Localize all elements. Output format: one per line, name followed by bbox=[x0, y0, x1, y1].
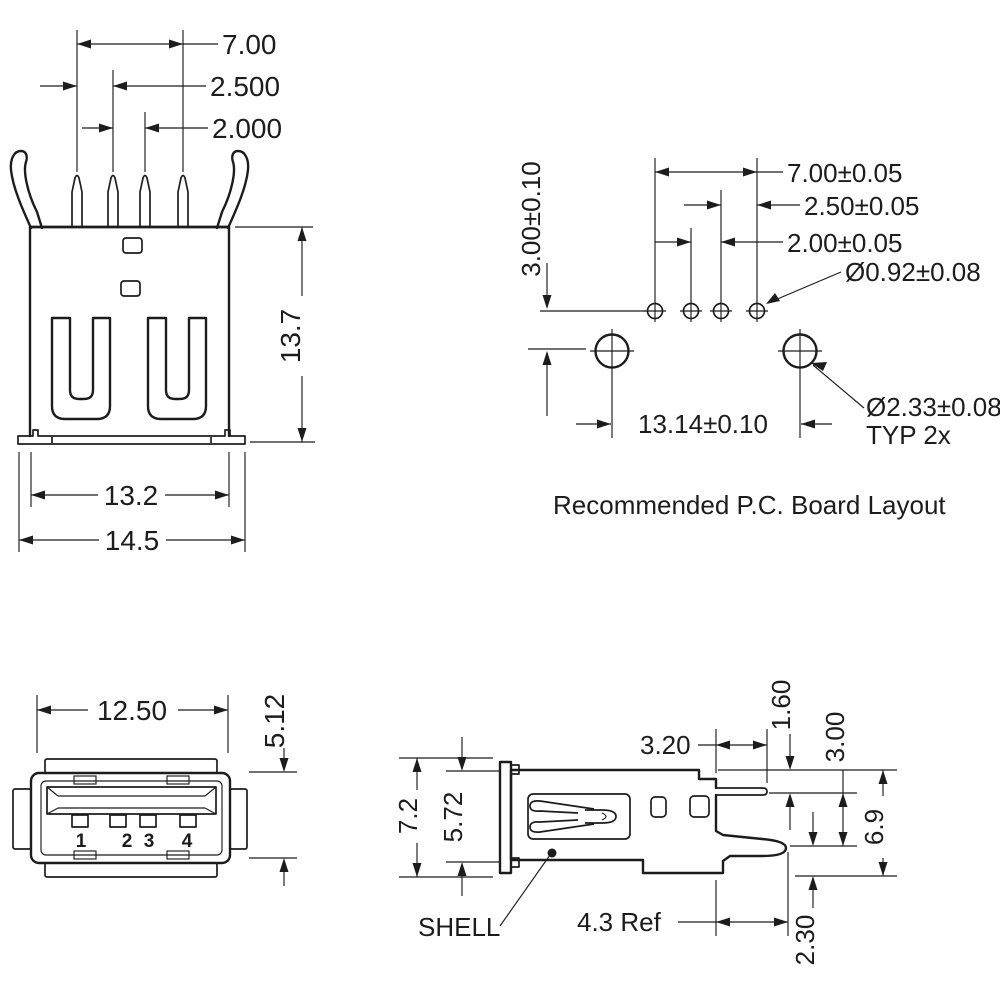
pcb-layout-caption: Recommended P.C. Board Layout bbox=[553, 490, 946, 520]
shell-label-group: SHELL bbox=[418, 848, 557, 942]
dim-rear-pin-span: 7.00 bbox=[76, 29, 277, 172]
dim-pcb-pin-span: 7.00±0.05 bbox=[655, 158, 902, 188]
dim-side-flange-height: 7.2 bbox=[393, 757, 493, 878]
dim-side-pin-length: 3.20 bbox=[640, 729, 768, 783]
dim-label-2-30: 2.30 bbox=[790, 915, 820, 966]
dim-label-mount-hole-dia: Ø2.33±0.08 bbox=[866, 392, 1000, 422]
rear-view-pins bbox=[71, 174, 189, 227]
dim-face-width: 12.50 bbox=[36, 695, 229, 753]
rear-bottom-flange bbox=[17, 429, 246, 445]
rear-hole-upper bbox=[122, 237, 143, 254]
dim-face-height: 5.12 bbox=[249, 694, 297, 886]
side-front-flange bbox=[498, 760, 520, 875]
dim-label-3-00: 3.00 bbox=[820, 712, 850, 763]
dim-pcb-row-offset: 3.00±0.10 bbox=[516, 161, 586, 416]
face-top-flange bbox=[44, 758, 218, 774]
rear-right-wing bbox=[215, 149, 250, 230]
face-left-tab bbox=[12, 788, 32, 850]
side-hole-small bbox=[650, 796, 667, 818]
rear-body-outline bbox=[28, 225, 231, 438]
pcb-mount-holes bbox=[590, 329, 822, 373]
shell-label: SHELL bbox=[418, 912, 500, 942]
dim-side-pin-offset: 1.60 bbox=[766, 680, 796, 830]
leader-mount-hole-dia: Ø2.33±0.08 TYP 2x bbox=[811, 362, 1000, 450]
dim-label-1-60: 1.60 bbox=[766, 680, 796, 731]
dim-label-7-00: 7.00 bbox=[222, 29, 277, 60]
dim-label-3-20: 3.20 bbox=[640, 730, 691, 760]
dim-rear-pitch-a: 2.500 bbox=[40, 70, 280, 172]
dim-rear-body-width: 13.2 bbox=[30, 452, 230, 511]
face-right-tab bbox=[229, 788, 248, 850]
dim-side-latch-to-base: 2.30 bbox=[790, 812, 820, 965]
dim-label-2-000: 2.000 bbox=[212, 113, 282, 144]
dim-label-pin-hole-dia: Ø0.92±0.08 bbox=[845, 257, 981, 287]
side-pin bbox=[716, 787, 768, 796]
face-tongue bbox=[46, 786, 217, 815]
dim-label-5-72: 5.72 bbox=[438, 792, 468, 843]
face-pin-3: 3 bbox=[144, 831, 155, 852]
pcb-layout-view: 3.00±0.10 7.00±0.05 2.50±0.05 2.00± bbox=[516, 158, 1000, 520]
face-pin-4: 4 bbox=[182, 831, 193, 852]
dim-pcb-pitch-a: 2.50±0.05 bbox=[684, 191, 919, 221]
dim-rear-height: 13.7 bbox=[235, 226, 315, 443]
dim-label-5-12: 5.12 bbox=[259, 694, 290, 749]
face-pin-2: 2 bbox=[122, 831, 133, 852]
rear-contact-left bbox=[50, 316, 112, 421]
dim-label-13-2: 13.2 bbox=[104, 480, 159, 511]
side-shell-outline bbox=[509, 768, 788, 875]
dim-label-mount-hole-qty: TYP 2x bbox=[866, 420, 951, 450]
dim-label-2-50-005: 2.50±0.05 bbox=[804, 191, 919, 221]
side-latch-window bbox=[527, 793, 631, 840]
rear-hole-lower bbox=[120, 280, 141, 297]
dim-label-12-50: 12.50 bbox=[97, 695, 167, 726]
dim-label-13-7: 13.7 bbox=[275, 309, 306, 364]
leader-pin-hole-dia: Ø0.92±0.08 bbox=[766, 257, 981, 304]
dim-rear-flange-width: 14.5 bbox=[18, 452, 246, 556]
dim-side-latch-offset: 3.00 bbox=[820, 712, 850, 846]
dim-label-6-9: 6.9 bbox=[859, 809, 889, 845]
rear-view: 7.00 2.500 2.000 13.7 bbox=[9, 29, 315, 556]
dim-pcb-pitch-b: 2.00±0.05 bbox=[655, 228, 902, 258]
dim-label-2-500: 2.500 bbox=[210, 71, 280, 102]
side-view: 7.2 5.72 3.20 bbox=[393, 680, 897, 965]
face-inner-opening bbox=[40, 780, 223, 856]
dim-label-14-5: 14.5 bbox=[105, 525, 160, 556]
pcb-pin-holes bbox=[644, 300, 768, 322]
dim-label-3-00-010: 3.00±0.10 bbox=[516, 161, 546, 276]
dim-label-7-00-005: 7.00±0.05 bbox=[787, 158, 902, 188]
dim-side-shell-height: 5.72 bbox=[438, 737, 499, 896]
side-hole-large bbox=[689, 795, 710, 818]
rear-contact-right bbox=[146, 316, 208, 421]
dim-side-ref-depth: 4.3 Ref bbox=[577, 852, 789, 937]
dim-rear-pitch-b: 2.000 bbox=[82, 112, 282, 172]
dim-pcb-mount-spacing: 13.14±0.10 bbox=[576, 373, 832, 439]
rear-left-wing bbox=[9, 149, 44, 230]
face-pin-1: 1 bbox=[76, 831, 87, 852]
face-bottom-flange bbox=[44, 862, 218, 878]
face-contacts bbox=[71, 814, 197, 828]
dim-label-13-14: 13.14±0.10 bbox=[638, 409, 768, 439]
face-view: 12.50 5.12 bbox=[12, 694, 297, 886]
dim-label-4-3-ref: 4.3 Ref bbox=[577, 907, 662, 937]
dim-label-7-2: 7.2 bbox=[393, 798, 423, 834]
dim-side-overall-height: 6.9 bbox=[859, 770, 889, 876]
dim-label-2-00-005: 2.00±0.05 bbox=[787, 228, 902, 258]
